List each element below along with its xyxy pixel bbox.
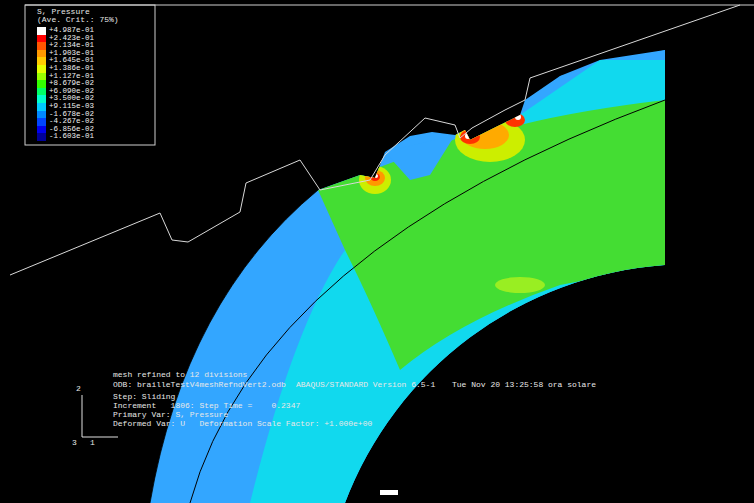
legend-swatch [37, 103, 46, 111]
axis-label: 3 [72, 438, 77, 447]
primary-variable: Primary Var: S, Pressure [113, 410, 228, 419]
status-note: mesh refined to 12 divisions [113, 370, 247, 379]
legend-swatch [37, 133, 46, 141]
legend-swatch [37, 80, 46, 88]
axis-label: 1 [90, 438, 95, 447]
legend-swatch [37, 65, 46, 73]
legend-swatch [37, 50, 46, 58]
legend-swatch [37, 73, 46, 81]
timestamp: Tue Nov 20 13:25:58 ora solare [452, 380, 596, 389]
legend-swatch [37, 35, 46, 43]
legend-swatch [37, 126, 46, 134]
legend-swatch [37, 42, 46, 50]
deformation-info: Deformed Var: U Deformation Scale Factor… [113, 419, 372, 428]
legend-swatch [37, 57, 46, 65]
legend-swatch [37, 27, 46, 35]
legend-swatch [37, 118, 46, 126]
legend-value: -1.603e-01 [49, 132, 94, 141]
axis-label: 2 [76, 384, 81, 393]
increment-info: Increment 1806: Step Time = 0.2347 [113, 401, 300, 410]
software-version: ABAQUS/STANDARD Version 6.5-1 [296, 380, 435, 389]
legend-swatch [37, 88, 46, 96]
odb-name: ODB: brailleTestV4meshRefndVert2.odb [113, 380, 286, 389]
legend-subtitle: (Ave. Crit.: 75%) [37, 15, 119, 24]
legend-title: S, Pressure [37, 7, 90, 16]
legend-swatch [37, 95, 46, 103]
legend-swatch [37, 111, 46, 119]
step-name: Step: Sliding [113, 392, 175, 401]
